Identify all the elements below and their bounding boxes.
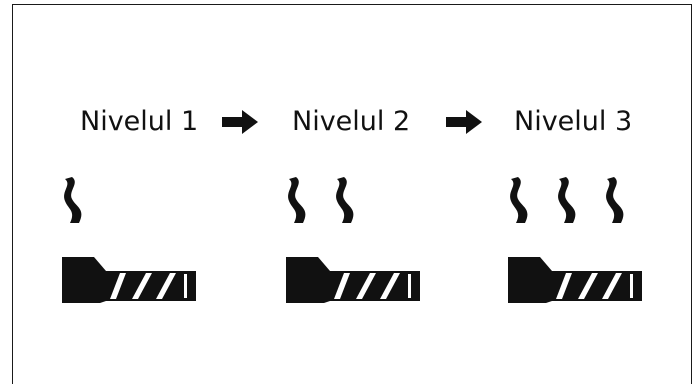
level-3-label: Nivelul 3	[514, 106, 633, 137]
smoke-wisp-icon	[336, 177, 354, 223]
heating-element-icon	[508, 257, 642, 303]
right-arrow-icon	[222, 110, 258, 134]
smoke-wisp-icon	[64, 177, 82, 223]
level-1-svg	[62, 177, 196, 303]
level-1-label: Nivelul 1	[80, 106, 199, 137]
smoke-wisp-icon	[558, 177, 576, 223]
level-2-illustration	[284, 175, 434, 305]
smoke-wisp-icon	[288, 177, 306, 223]
level-2-label: Nivelul 2	[292, 106, 411, 137]
level-3-svg	[508, 177, 642, 303]
heating-element-icon	[62, 257, 196, 303]
level-1-illustration	[60, 175, 210, 305]
right-arrow-icon	[446, 110, 482, 134]
smoke-wisp-icon	[510, 177, 528, 223]
level-2-svg	[286, 177, 420, 303]
heating-element-icon	[286, 257, 420, 303]
level-3-illustration	[506, 175, 656, 305]
smoke-wisp-icon	[606, 177, 624, 223]
diagram-panel	[12, 4, 692, 384]
